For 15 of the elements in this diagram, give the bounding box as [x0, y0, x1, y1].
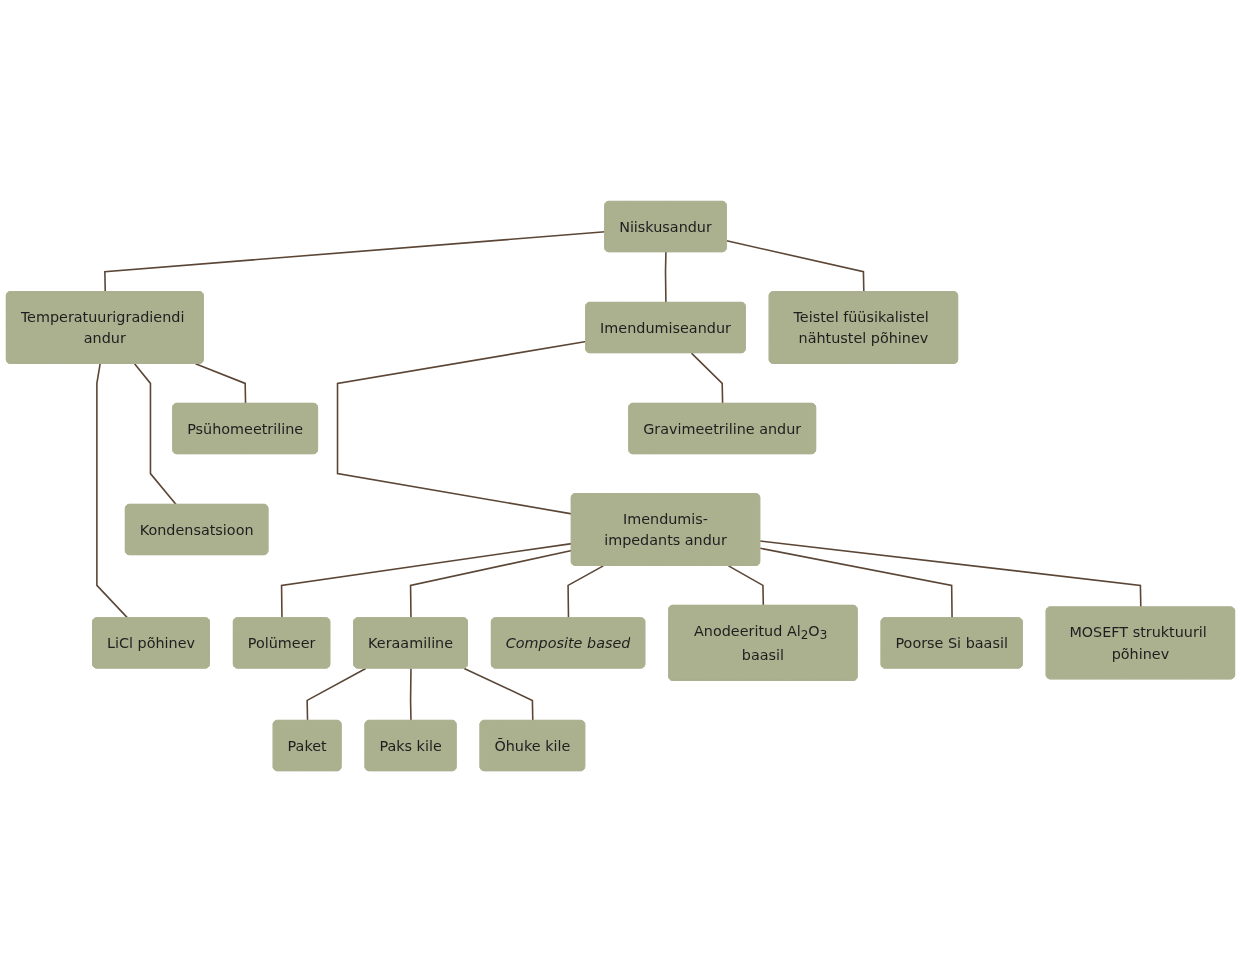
connector — [133, 363, 178, 506]
connector — [664, 251, 667, 304]
connector — [336, 340, 587, 515]
connector — [96, 363, 129, 619]
connector — [409, 667, 412, 722]
connector — [759, 547, 953, 619]
connector — [194, 363, 247, 405]
connector — [463, 667, 534, 722]
connector — [725, 239, 865, 293]
connector — [409, 549, 573, 619]
connector — [727, 565, 765, 607]
connector — [690, 352, 724, 405]
connector — [280, 542, 573, 619]
connector — [306, 667, 367, 722]
connector — [104, 231, 606, 293]
